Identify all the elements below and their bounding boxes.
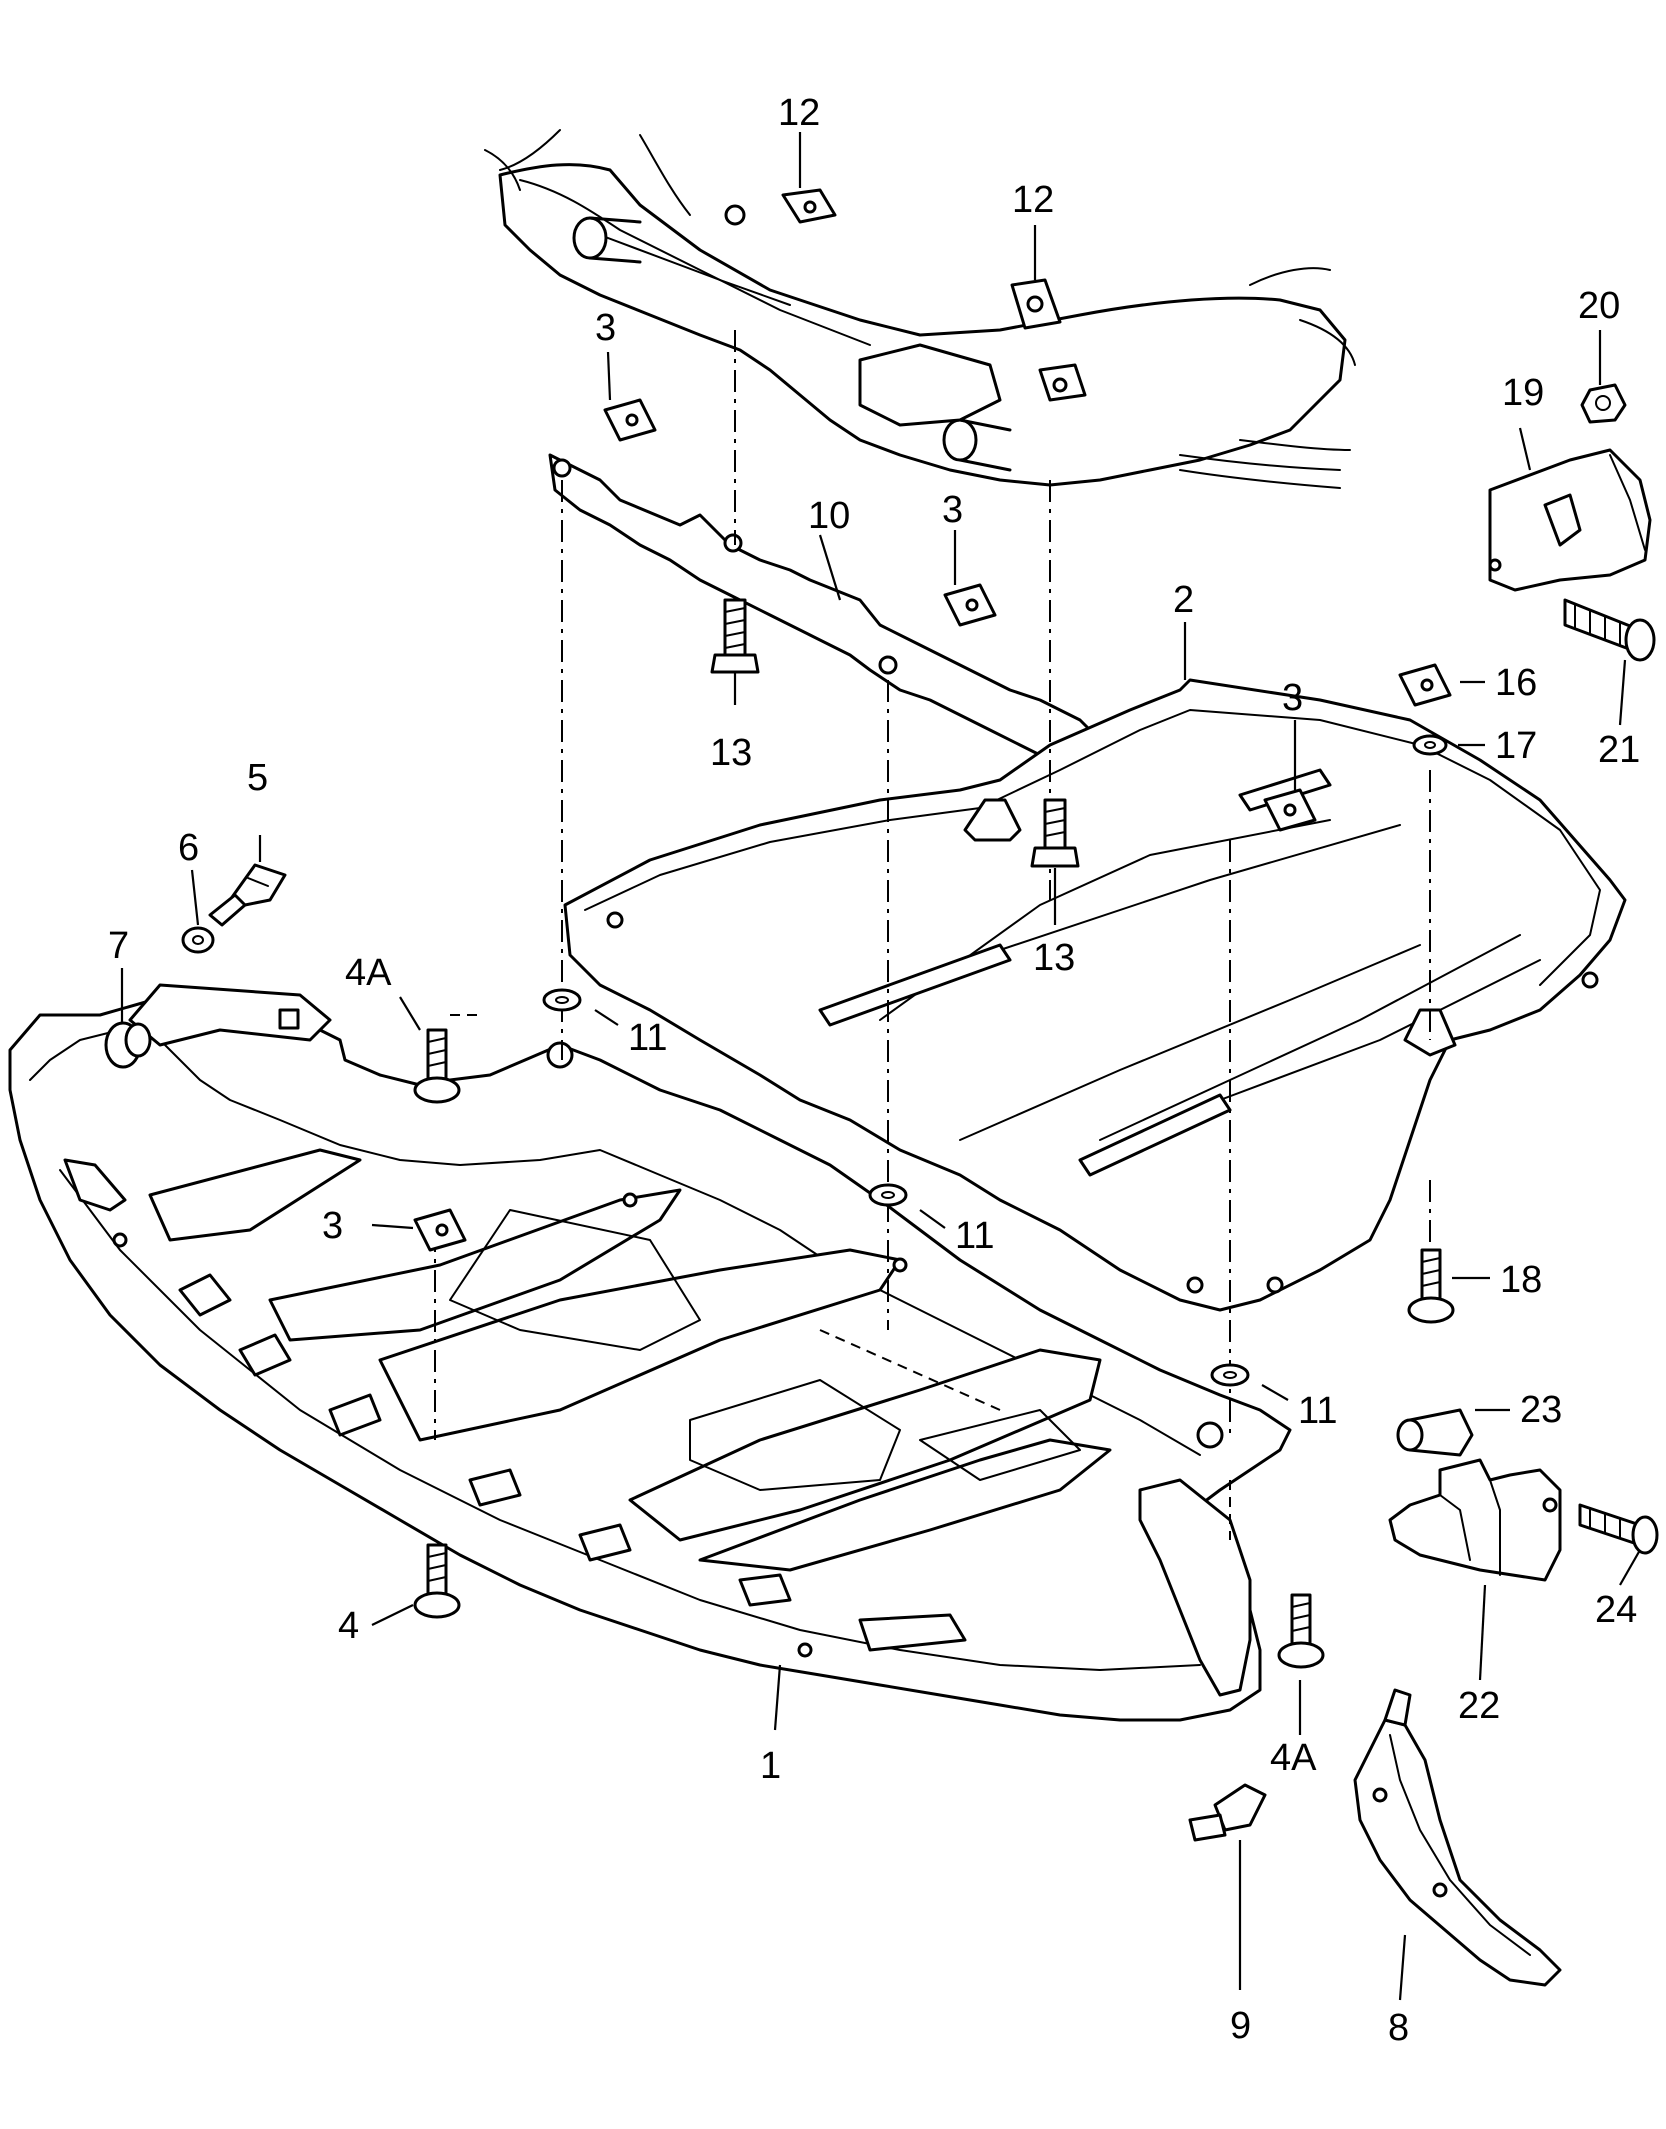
- label-2: 2: [1173, 579, 1194, 621]
- label-11c: 11: [1298, 1390, 1337, 1432]
- bracket-22: [1388, 1458, 1562, 1582]
- bolt-18: [1407, 1248, 1455, 1324]
- bracket-19: [1488, 448, 1652, 592]
- label-6: 6: [178, 827, 199, 869]
- clip-nut-3d: [413, 1208, 467, 1252]
- label-24: 24: [1595, 1589, 1637, 1631]
- label-10: 10: [808, 495, 850, 537]
- shield-8: [1353, 1688, 1562, 1987]
- label-12b: 12: [1012, 179, 1054, 221]
- bolt-4a-right: [1277, 1593, 1325, 1669]
- washer-6: [181, 926, 215, 954]
- label-3c: 3: [1282, 677, 1303, 719]
- label-3a: 3: [595, 307, 616, 349]
- label-18: 18: [1500, 1259, 1542, 1301]
- clip-nut-12b: [1010, 278, 1087, 402]
- callout-labels: 12 12 3 10 3 2 3 16 17 13 13 5 6 7 4A 11…: [108, 92, 1640, 2049]
- label-9: 9: [1230, 2005, 1251, 2047]
- washer-11a: [542, 988, 582, 1012]
- label-4a-left: 4A: [345, 952, 392, 994]
- label-11a: 11: [628, 1017, 667, 1059]
- bolt-4a-left: [413, 1028, 461, 1104]
- label-1: 1: [760, 1745, 781, 1787]
- washer-17: [1412, 734, 1448, 756]
- bolt-13a: [710, 598, 760, 674]
- splash-shield-1: [8, 983, 1292, 1722]
- grommet-7: [104, 1021, 152, 1069]
- clip-nut-3c: [1263, 788, 1317, 832]
- label-13a: 13: [710, 732, 752, 774]
- label-17: 17: [1495, 725, 1537, 767]
- label-3d: 3: [322, 1205, 343, 1247]
- label-21: 21: [1598, 729, 1640, 771]
- screw-5: [208, 863, 287, 927]
- label-4: 4: [338, 1605, 359, 1647]
- label-3b: 3: [942, 489, 963, 531]
- washer-11c: [1210, 1363, 1250, 1387]
- subframe: [484, 129, 1356, 489]
- label-16: 16: [1495, 662, 1537, 704]
- clip-nut-12a: [781, 188, 837, 224]
- rivet-9: [1188, 1783, 1267, 1842]
- leader-lines: [120, 132, 1641, 2001]
- label-12a: 12: [778, 92, 820, 134]
- label-4a-right: 4A: [1270, 1737, 1317, 1779]
- nut-20: [1580, 383, 1627, 424]
- label-19: 19: [1502, 372, 1544, 414]
- label-23: 23: [1520, 1389, 1562, 1431]
- bolt-13b: [1030, 798, 1080, 868]
- clip-nut-16: [1398, 663, 1452, 707]
- underbody-panel-2: [563, 678, 1627, 1312]
- label-5: 5: [247, 757, 268, 799]
- clip-nut-3b: [943, 583, 997, 627]
- label-20: 20: [1578, 285, 1620, 327]
- screw-24: [1578, 1503, 1659, 1555]
- label-8: 8: [1388, 2007, 1409, 2049]
- label-7: 7: [108, 925, 129, 967]
- bolt-4: [413, 1543, 461, 1619]
- washer-11b: [868, 1183, 908, 1207]
- plug-23: [1396, 1408, 1474, 1457]
- label-22: 22: [1458, 1685, 1500, 1727]
- clip-nut-3a: [603, 398, 657, 442]
- label-13b: 13: [1033, 937, 1075, 979]
- screw-21: [1563, 598, 1656, 662]
- label-11b: 11: [955, 1215, 994, 1257]
